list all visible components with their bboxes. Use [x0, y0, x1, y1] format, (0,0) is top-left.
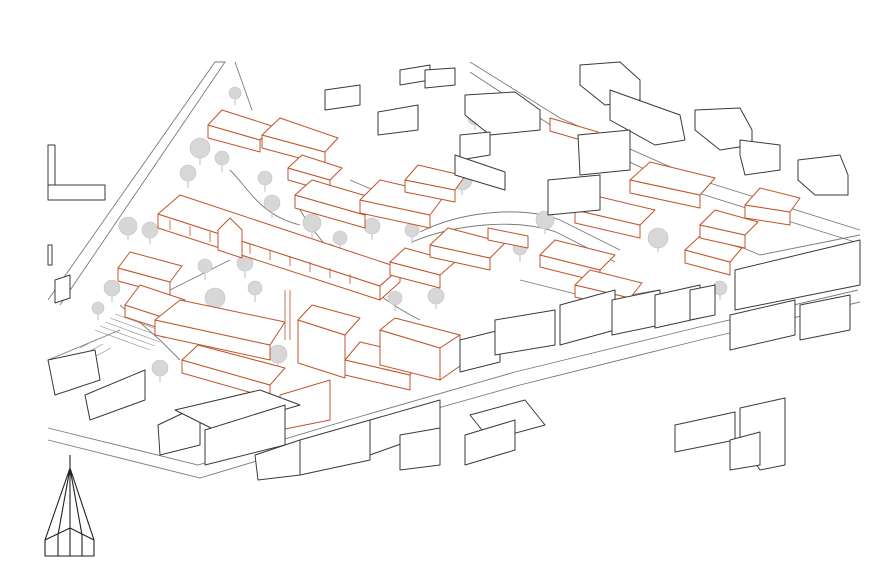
tree-icon [404, 222, 420, 244]
tree-icon [228, 86, 242, 105]
house-cluster-far-right [684, 187, 801, 276]
tree-icon [363, 217, 381, 240]
tree-icon [247, 280, 263, 302]
house-cluster-top-left [207, 109, 343, 193]
tree-icon [263, 194, 281, 218]
tree-icon [91, 301, 105, 320]
tree-icon [535, 210, 555, 234]
tree-icon [141, 221, 159, 244]
tree-icon [257, 170, 273, 192]
trees [91, 86, 728, 382]
tree-icon [427, 287, 445, 309]
house-cluster-lower-left [181, 344, 286, 399]
church-spire-icon [44, 455, 95, 557]
corner-block-center [379, 317, 461, 381]
long-terrace-building [157, 194, 401, 301]
house-cluster-center [389, 227, 529, 289]
tree-icon [647, 227, 669, 252]
tree-icon [151, 359, 169, 382]
tree-icon [103, 279, 121, 302]
tree-icon [302, 213, 322, 238]
tree-icon [118, 216, 138, 240]
tree-icon [179, 164, 197, 188]
tree-icon [197, 258, 213, 280]
tree-icon [387, 290, 403, 311]
existing-buildings [47, 61, 861, 481]
tree-icon [189, 137, 211, 165]
house-cluster-center-top [294, 164, 466, 229]
proposed-buildings [117, 109, 801, 431]
house-cluster-left [117, 251, 286, 361]
tree-icon [214, 150, 230, 172]
